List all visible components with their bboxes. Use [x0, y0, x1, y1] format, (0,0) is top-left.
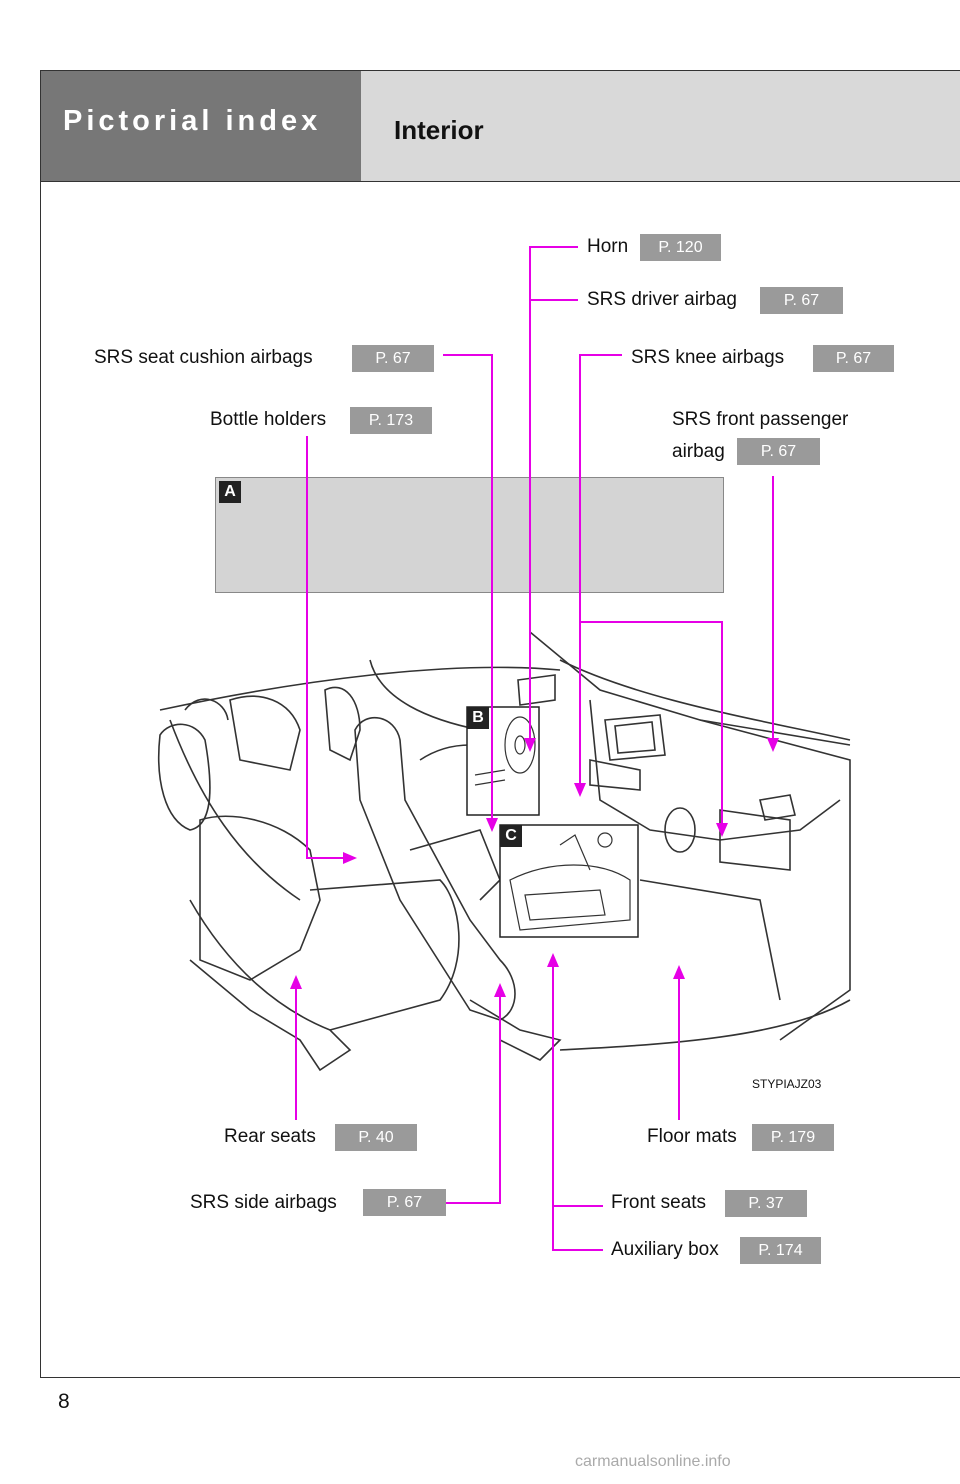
- front-seats-label: Front seats: [611, 1192, 707, 1213]
- horn-page-ref[interactable]: P. 120: [640, 234, 721, 261]
- section-header: Pictorial index: [40, 70, 362, 182]
- page-number: 8: [58, 1390, 70, 1413]
- page-subtitle: Interior: [394, 115, 484, 145]
- horn-label: Horn: [587, 236, 629, 257]
- srs-knee-airbags-label: SRS knee airbags: [631, 347, 785, 368]
- srs-seat-cushion-airbags-label: SRS seat cushion airbags: [94, 347, 313, 368]
- inset-c-box: [499, 824, 639, 938]
- srs-side-airbags-page-ref[interactable]: P. 67: [363, 1189, 446, 1216]
- bottle-holders-page-ref[interactable]: P. 173: [350, 407, 432, 434]
- leader-arrowheads: [290, 738, 779, 997]
- srs-front-passenger-airbag-page-ref[interactable]: P. 67: [737, 438, 820, 465]
- inset-a-tag: A: [219, 481, 241, 503]
- srs-seat-cushion-airbags-page-ref[interactable]: P. 67: [352, 345, 434, 372]
- srs-front-passenger-airbag-label-line1: SRS front passenger: [672, 409, 849, 430]
- auxiliary-box-page-ref[interactable]: P. 174: [740, 1237, 821, 1264]
- floor-mats-page-ref[interactable]: P. 179: [752, 1124, 834, 1151]
- section-title: Pictorial index: [63, 105, 322, 137]
- srs-front-passenger-airbag-label-line2: airbag: [672, 441, 725, 462]
- image-identifier: STYPIAJZ03: [752, 1077, 822, 1091]
- inset-b-tag: B: [467, 707, 489, 729]
- srs-knee-airbags-page-ref[interactable]: P. 67: [813, 345, 894, 372]
- leader-lines: [295, 246, 774, 1251]
- subtitle-header: Interior: [361, 70, 960, 182]
- srs-side-airbags-label: SRS side airbags: [190, 1192, 337, 1213]
- rear-seats-page-ref[interactable]: P. 40: [335, 1124, 417, 1151]
- steering-wheel-drawing: [474, 716, 536, 786]
- watermark: carmanualsonline.info: [575, 1453, 731, 1470]
- srs-driver-airbag-page-ref[interactable]: P. 67: [760, 287, 843, 314]
- inset-c-tag: C: [500, 825, 522, 847]
- front-seats-page-ref[interactable]: P. 37: [725, 1190, 807, 1217]
- auxiliary-box-label: Auxiliary box: [611, 1239, 719, 1260]
- bottle-holders-label: Bottle holders: [210, 409, 327, 430]
- center-console-drawing: [509, 832, 631, 931]
- car-interior-illustration: [157, 631, 851, 1072]
- inset-b-box: [466, 706, 540, 816]
- srs-driver-airbag-label: SRS driver airbag: [587, 289, 737, 310]
- rear-seats-label: Rear seats: [224, 1126, 316, 1147]
- inset-a-box: [215, 477, 724, 593]
- floor-mats-label: Floor mats: [647, 1126, 737, 1147]
